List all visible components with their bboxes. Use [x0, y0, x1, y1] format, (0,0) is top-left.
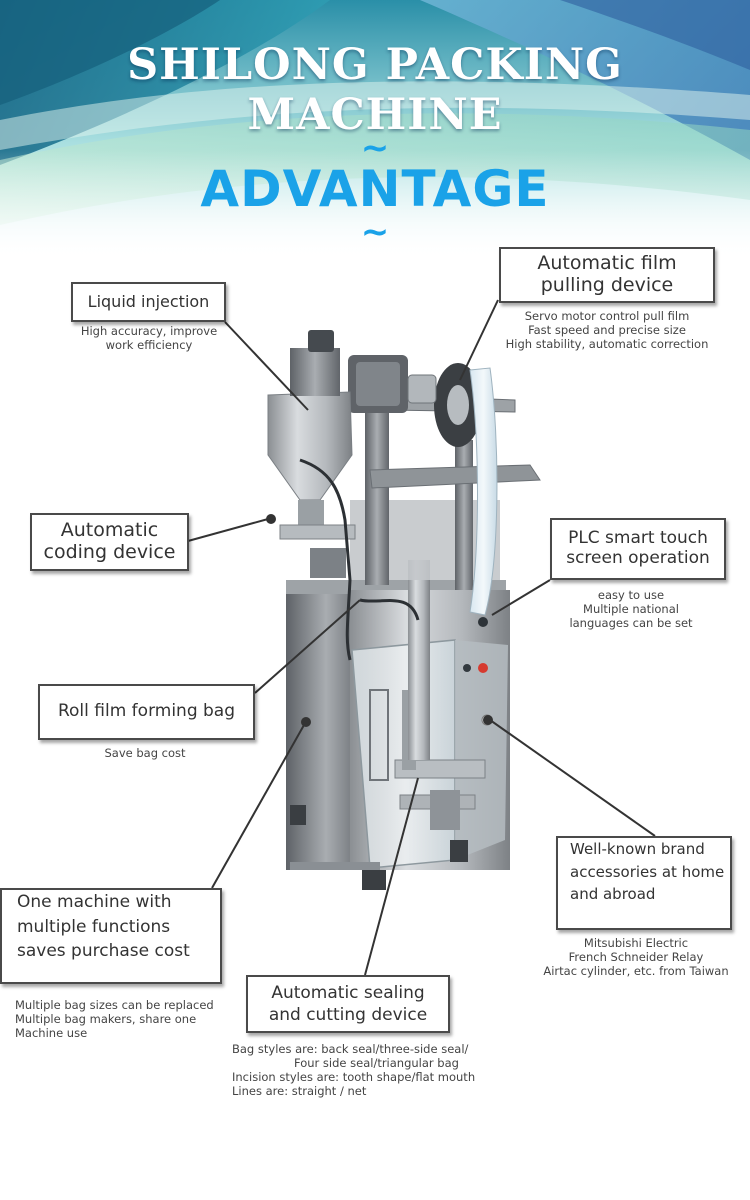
emergency-stop-button — [478, 663, 488, 673]
desc-line: Save bag cost — [104, 746, 186, 760]
callout-title-line: Automatic sealing — [271, 982, 425, 1003]
callout-title-line: PLC smart touch — [568, 528, 708, 549]
control-knob — [478, 617, 488, 627]
callout-title-line: Automatic film — [537, 252, 677, 275]
callout-title-line: accessories at home — [570, 862, 725, 881]
callout-title-line: saves purchase cost — [17, 941, 190, 962]
desc-line: High accuracy, improve — [80, 324, 218, 338]
cable — [359, 598, 420, 621]
desc-line: Fast speed and precise size — [528, 323, 686, 337]
film-arm — [369, 464, 541, 489]
film-roll-core — [447, 385, 469, 425]
callout-liquid-injection: Liquid injection — [71, 282, 226, 322]
callout-sealing-cutting-desc: Bag styles are: back seal/three-side sea… — [232, 1042, 476, 1098]
callout-coding-device: Automatic coding device — [30, 513, 189, 571]
frame-column — [455, 440, 473, 590]
cutting-cylinder — [430, 790, 460, 830]
desc-line: Four side seal/triangular bag — [294, 1056, 459, 1070]
desc-line: Machine use — [15, 1026, 88, 1040]
desc-line: Bag styles are: back seal/three-side sea… — [232, 1042, 469, 1056]
coding-head — [310, 548, 346, 578]
callout-one-machine: One machine with multiple functions save… — [0, 888, 222, 984]
servo-motor-face — [356, 362, 400, 406]
hopper-motor — [308, 330, 334, 352]
machine-right-panel — [455, 640, 508, 860]
connector-dot — [266, 514, 276, 524]
control-button — [463, 664, 471, 672]
callout-roll-film-desc: Save bag cost — [38, 746, 252, 760]
coding-device-plate — [279, 524, 356, 540]
caster-wheel — [290, 805, 306, 825]
frame-column — [365, 410, 389, 585]
sealing-jaw-upper — [394, 759, 486, 779]
liquid-hopper — [267, 391, 353, 501]
connector-dot — [483, 715, 493, 725]
desc-line: languages can be set — [569, 616, 693, 630]
desc-line: Multiple national — [583, 602, 679, 616]
callout-title-line: and abroad — [570, 885, 656, 903]
callout-plc-touch-desc: easy to use Multiple national languages … — [550, 588, 712, 630]
desc-line: High stability, automatic correction — [505, 337, 709, 351]
desc-line: Mitsubishi Electric — [583, 936, 689, 950]
packing-film — [469, 367, 498, 616]
main-title: SHILONG PACKING MACHINE — [127, 40, 623, 140]
callout-well-known-desc: Mitsubishi Electric French Schneider Rel… — [538, 936, 734, 978]
callout-title-line: coding device — [43, 541, 176, 563]
callout-title: Roll film forming bag — [57, 701, 236, 722]
callout-liquid-injection-desc: High accuracy, improve work efficiency — [64, 324, 234, 352]
callout-title-line: multiple functions — [17, 916, 171, 937]
desc-line: easy to use — [597, 588, 665, 602]
desc-line: Multiple bag makers, share one — [15, 1012, 197, 1026]
advantage-heading: ADVANTAGE — [200, 160, 550, 218]
desc-line: French Schneider Relay — [568, 950, 704, 964]
callout-one-machine-desc: Multiple bag sizes can be replaced Multi… — [15, 998, 225, 1040]
banner-background — [0, 0, 750, 260]
callout-title: Liquid injection — [87, 291, 210, 311]
callout-well-known: Well-known brand accessories at home and… — [556, 836, 732, 930]
callout-film-pulling-desc: Servo motor control pull film Fast speed… — [500, 309, 714, 351]
caster-wheel — [450, 840, 468, 862]
callout-plc-touch: PLC smart touch screen operation — [550, 518, 726, 580]
header-banner: SHILONG PACKING MACHINE ~ ADVANTAGE ~ — [0, 0, 750, 260]
callout-title-line: and cutting device — [268, 1005, 428, 1025]
callout-title-line: screen operation — [566, 548, 710, 568]
caster-wheel — [362, 870, 386, 890]
desc-line: work efficiency — [105, 338, 193, 352]
desc-line: Multiple bag sizes can be replaced — [15, 998, 214, 1012]
desc-line: Lines are: straight / net — [232, 1084, 367, 1098]
filling-tube — [408, 560, 430, 760]
callout-title-line: Well-known brand — [570, 840, 705, 858]
callout-sealing-cutting: Automatic sealing and cutting device — [246, 975, 450, 1033]
callout-title-line: pulling device — [540, 274, 674, 296]
hopper-lid — [290, 348, 340, 396]
callout-roll-film: Roll film forming bag — [38, 684, 255, 740]
callout-title-line: One machine with — [17, 892, 172, 912]
callout-title-line: Automatic — [60, 519, 159, 542]
desc-line: Airtac cylinder, etc. from Taiwan — [543, 964, 729, 978]
motor-coupling — [407, 374, 437, 404]
callout-film-pulling: Automatic film pulling device — [499, 247, 715, 303]
machine-base-plate — [290, 862, 380, 870]
desc-line: Incision styles are: tooth shape/flat mo… — [232, 1070, 476, 1084]
connector-dot — [301, 717, 311, 727]
desc-line: Servo motor control pull film — [524, 309, 690, 323]
